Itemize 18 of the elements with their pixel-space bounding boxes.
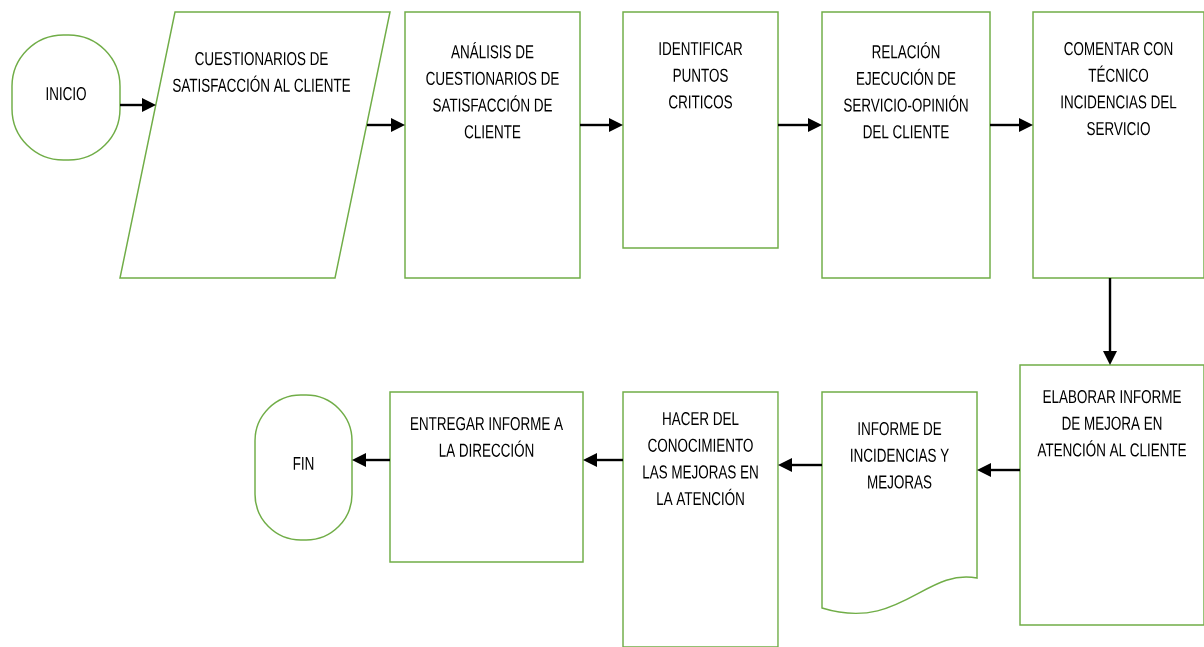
process-box: COMENTAR CON TÉCNICO INCIDENCIAS DEL SERVICIO <box>1032 11 1204 279</box>
arrow <box>778 458 822 472</box>
input-parallelogram: CUESTIONARIOS DE SATISFACCIÓN AL CLIENTE <box>119 11 391 279</box>
arrow <box>583 453 623 467</box>
process-box: RELACIÓN EJECUCIÓN DE SERVICIO-OPINIÓN DEL CLIENTE <box>821 11 991 279</box>
arrow <box>977 463 1020 477</box>
process-box: HACER DEL CONOCIMIENTO LAS MEJORAS EN LA ATENCIÓN <box>622 391 779 647</box>
arrow <box>580 118 623 132</box>
process-box: IDENTIFICAR PUNTOS CRITICOS <box>622 11 779 249</box>
process-box: ENTREGAR INFORME A LA DIRECCIÓN <box>389 391 584 563</box>
arrow <box>778 118 822 132</box>
arrow <box>367 118 405 132</box>
arrow <box>990 118 1033 132</box>
arrow <box>352 453 390 467</box>
process-box: ELABORAR INFORME DE MEJORA EN ATENCIÓN AL CLIENTE <box>1019 364 1204 626</box>
arrow <box>1103 278 1117 365</box>
process-box: ANÁLISIS DE CUESTIONARIOS DE SATISFACCIÓN DE CLIENTE <box>404 11 581 279</box>
arrow <box>120 98 156 112</box>
